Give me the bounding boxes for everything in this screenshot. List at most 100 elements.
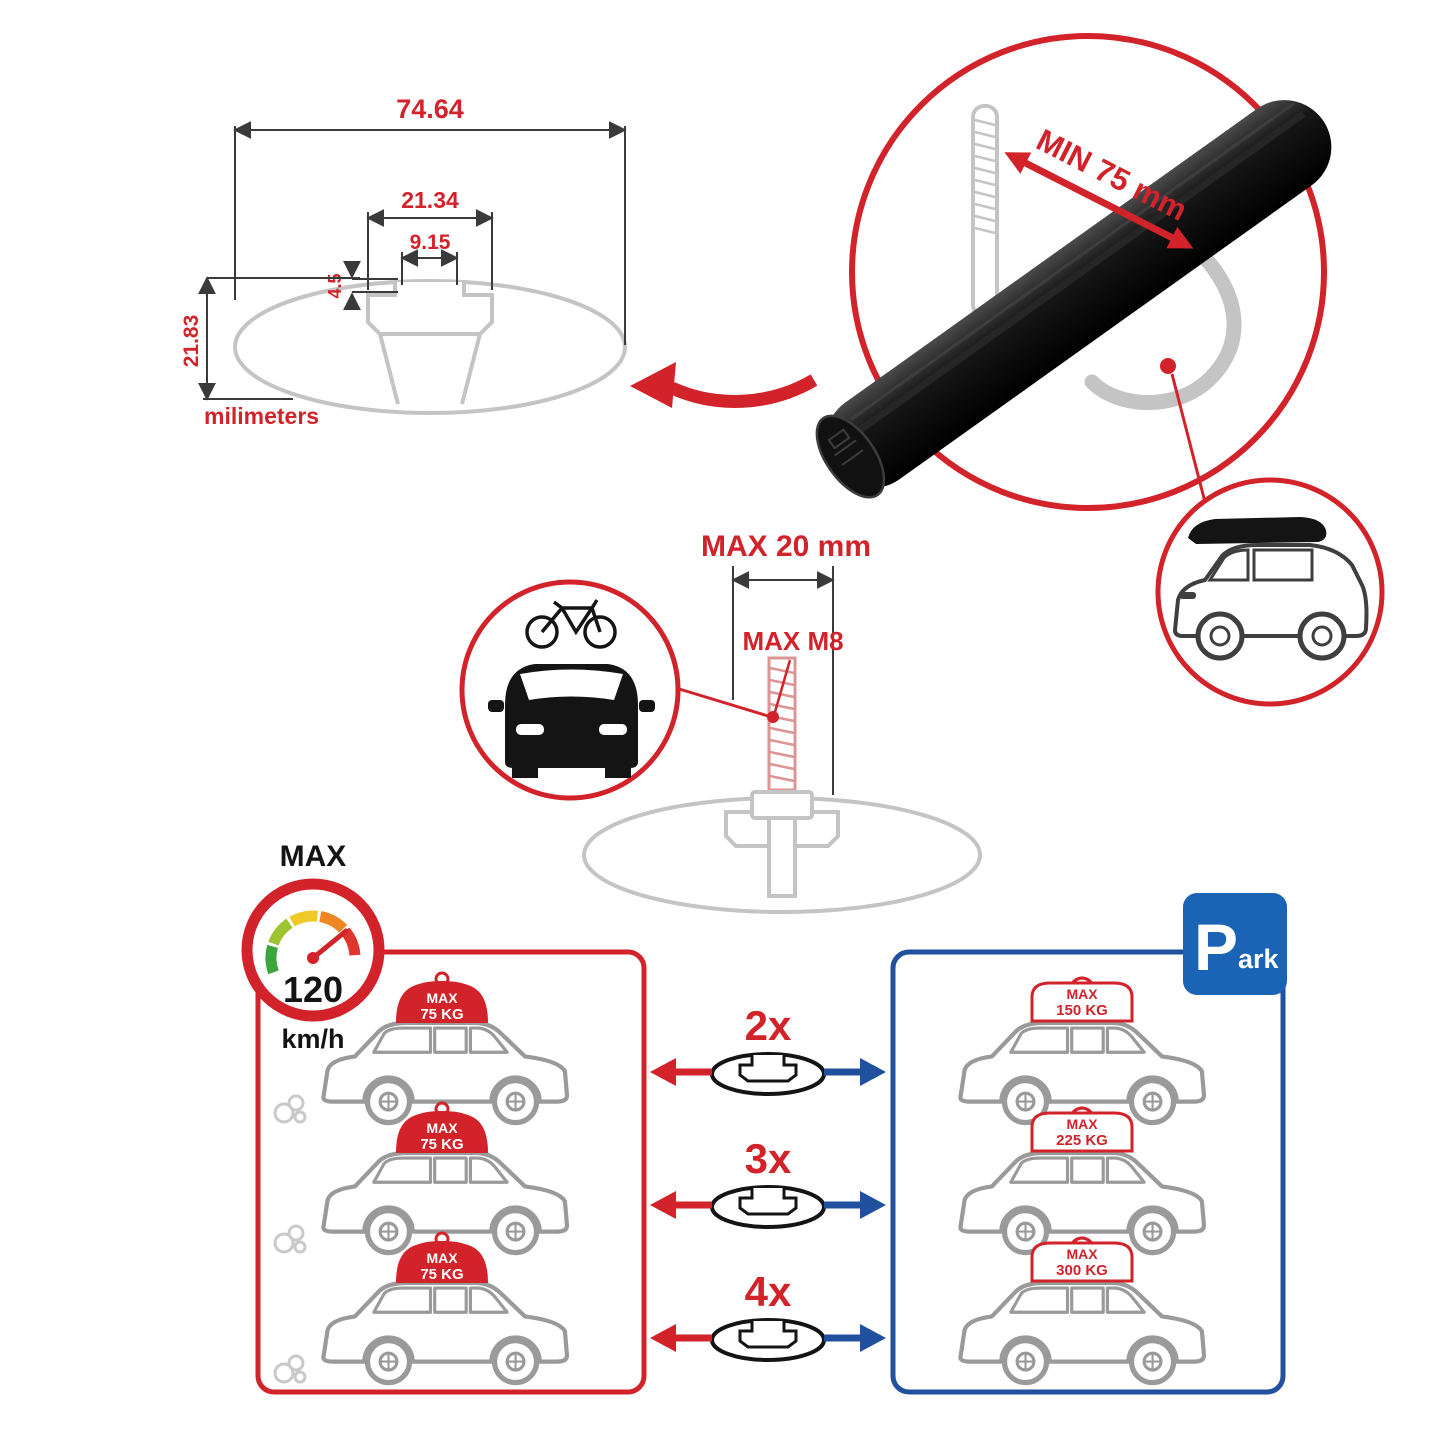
load-label-kg: 75 KG xyxy=(420,1006,463,1023)
blue-panel-border xyxy=(890,949,1286,1395)
mirror-icon xyxy=(488,700,504,712)
attachment-point-dot xyxy=(1160,358,1176,374)
load-label-kg: 300 KG xyxy=(1056,1262,1108,1279)
parking-sign-ark: ark xyxy=(1238,944,1280,974)
bolt-length-label: MAX 20 mm xyxy=(701,530,871,563)
dim-width-total: 74.64 xyxy=(396,94,464,124)
speed-unit: km/h xyxy=(281,1024,344,1054)
load-label-max: MAX xyxy=(1066,986,1098,1002)
dim-height-total: 21.83 xyxy=(180,315,203,368)
driving-row-1: MAX 75 KG xyxy=(273,971,567,1124)
headlight-icon xyxy=(516,724,544,735)
gauge-segment-green xyxy=(265,944,279,975)
bolt-head xyxy=(750,790,814,820)
speed-value: 120 xyxy=(283,969,343,1010)
red-arrow-shaft xyxy=(676,1201,712,1209)
speedometer-icon xyxy=(241,878,385,1022)
tire-icon xyxy=(605,768,631,778)
exhaust-smoke-icon xyxy=(273,1354,307,1384)
windshield xyxy=(520,669,623,700)
load-label-kg: 75 KG xyxy=(420,1136,463,1153)
pointer-line xyxy=(773,659,792,713)
badge-connector-line xyxy=(675,686,769,718)
zoom-circle xyxy=(849,33,1327,511)
wheel-hub xyxy=(1209,625,1231,647)
speed-max-label: MAX xyxy=(280,840,347,873)
crossbar-profile-icon xyxy=(710,1052,826,1096)
pointer-dot xyxy=(767,711,779,723)
crossbar-render: MIN 75 mm xyxy=(815,33,1385,707)
red-arrow-icon xyxy=(650,1324,676,1352)
crossbar-bar xyxy=(815,100,1332,499)
arrow-head-icon xyxy=(1004,152,1032,174)
car-icon xyxy=(323,1277,567,1383)
gauge-needle xyxy=(310,928,349,961)
gauge-segment-orange xyxy=(319,911,348,933)
roof-box-icon xyxy=(1188,517,1327,544)
exhaust-smoke-icon xyxy=(273,1224,307,1254)
suv-roofbox-badge xyxy=(1155,477,1385,707)
pointer-arrow-shaft xyxy=(669,374,818,408)
multiplier-row-4x: 4x xyxy=(650,1268,886,1362)
parking-sign-background xyxy=(1183,893,1287,995)
driving-row-2: MAX 75 KG xyxy=(273,1101,567,1254)
blue-arrow-icon xyxy=(860,1324,886,1352)
red-arrow-shaft xyxy=(676,1068,712,1076)
bolt-icon xyxy=(750,656,814,898)
dim-slot-inner: 9.15 xyxy=(410,231,451,254)
load-label-max: MAX xyxy=(426,1250,458,1266)
blue-arrow-icon xyxy=(860,1191,886,1219)
parking-sign: P ark xyxy=(1183,893,1287,995)
unit-label: milimeters xyxy=(204,403,319,429)
exhaust-smoke-icon xyxy=(273,1094,307,1124)
wheel-hub xyxy=(1311,625,1333,647)
blue-arrow-icon xyxy=(860,1058,886,1086)
arrow-head-icon xyxy=(1166,226,1194,249)
parked-row-2: MAX 225 KG xyxy=(960,1106,1204,1253)
bolt-shank-in-slot xyxy=(767,816,797,898)
driving-row-3: MAX 75 KG xyxy=(273,1231,567,1384)
badge-connector-line xyxy=(1170,373,1208,507)
internal-webs xyxy=(378,333,482,405)
car-icon xyxy=(960,1277,1204,1383)
parked-row-1: MAX 150 KG xyxy=(960,976,1204,1123)
gauge-segment-yellow xyxy=(289,910,318,927)
gauge-pivot xyxy=(307,952,319,964)
load-label-kg: 225 KG xyxy=(1056,1132,1108,1149)
mirror-icon xyxy=(639,700,655,712)
red-arrow-shaft xyxy=(676,1334,712,1342)
headlight-icon xyxy=(1180,592,1196,599)
multiplier-label: 4x xyxy=(745,1268,792,1315)
parked-row-3: MAX 300 KG xyxy=(960,1236,1204,1383)
capacity-comparison: MAX 75 KG MAX 75 KG MAX 75 KG MAX 150 KG xyxy=(255,893,1287,1395)
pointer-arrow-icon xyxy=(630,362,676,408)
load-label-max: MAX xyxy=(1066,1116,1098,1132)
profile-dimension-diagram: 74.64 21.34 9.15 4.5 21.83 milimeters xyxy=(180,94,818,429)
red-arrow-icon xyxy=(650,1058,676,1086)
load-label-max: MAX xyxy=(1066,1246,1098,1262)
blue-arrow-shaft xyxy=(824,1334,860,1342)
suv-window xyxy=(1207,548,1250,582)
crossbar-profile-icon xyxy=(710,1318,826,1362)
dim-slot-depth: 4.5 xyxy=(325,273,345,298)
load-label-kg: 75 KG xyxy=(420,1266,463,1283)
bolt-thread-label: MAX M8 xyxy=(742,626,843,656)
t-slot-channel xyxy=(366,282,494,336)
parking-sign-p: P xyxy=(1194,910,1238,984)
red-panel-border xyxy=(255,949,647,1395)
blue-arrow-shaft xyxy=(824,1201,860,1209)
load-label-kg: 150 KG xyxy=(1056,1002,1108,1019)
multiplier-label: 2x xyxy=(745,1002,792,1049)
car-front-icon xyxy=(488,664,655,778)
red-arrow-icon xyxy=(650,1191,676,1219)
crossbar-cross-section xyxy=(233,279,627,415)
gauge-segment-yellowgreen xyxy=(268,918,293,946)
speed-limit: MAX 120 km/h xyxy=(241,840,385,1054)
bike-icon xyxy=(525,599,617,649)
blue-arrow-shaft xyxy=(824,1068,860,1076)
clamp-strap-icon xyxy=(1084,232,1242,410)
headlight-icon xyxy=(599,724,627,735)
bolt-diagram: MAX 20 mm MAX M8 xyxy=(459,530,982,914)
